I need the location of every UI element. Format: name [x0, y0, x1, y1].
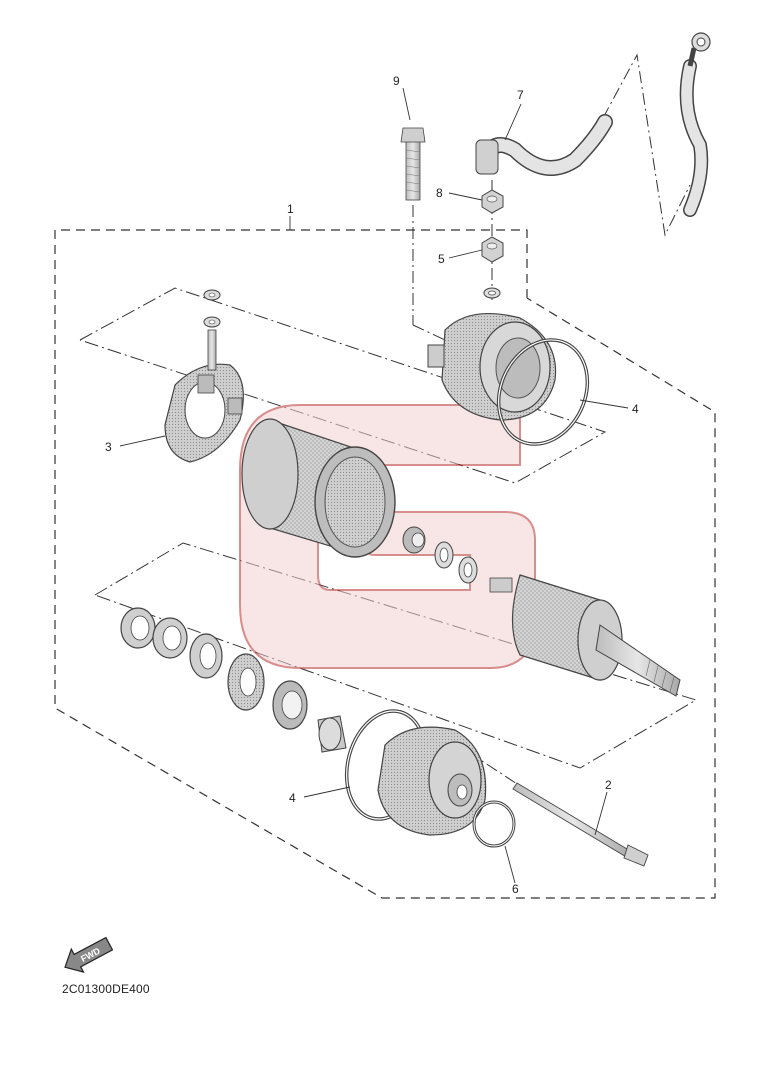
callout-9: 9 [393, 74, 400, 88]
part-2-through-bolt [512, 782, 649, 867]
callout-5: 5 [438, 252, 445, 266]
assembly-boundary [54, 229, 716, 899]
callout-leaders [119, 87, 629, 884]
callout-2: 2 [605, 778, 612, 792]
front-cover [377, 726, 487, 836]
drawing-code: 2C01300DE400 [62, 982, 150, 996]
yoke-housing [241, 418, 396, 558]
part-9-bolt [400, 127, 426, 201]
shim-stack [120, 607, 347, 753]
fwd-arrow-icon: FWD [64, 936, 114, 974]
callout-7: 7 [517, 88, 524, 102]
callout-4-lower: 4 [289, 791, 296, 805]
part-4-o-ring-upper [496, 338, 590, 446]
part-3-brush-holder [164, 289, 244, 463]
callout-4-upper: 4 [632, 402, 639, 416]
callout-8: 8 [436, 186, 443, 200]
part-7-starter-cable [475, 32, 711, 217]
armature-group-outline [94, 542, 698, 769]
washer [483, 287, 501, 299]
part-5-nut [481, 236, 504, 263]
armature [489, 574, 681, 697]
callout-1: 1 [287, 202, 294, 216]
callout-3: 3 [105, 440, 112, 454]
callout-6: 6 [512, 882, 519, 896]
collar-parts [402, 526, 478, 584]
part-8-nut [481, 189, 504, 214]
part-6-o-ring-small [472, 800, 516, 848]
